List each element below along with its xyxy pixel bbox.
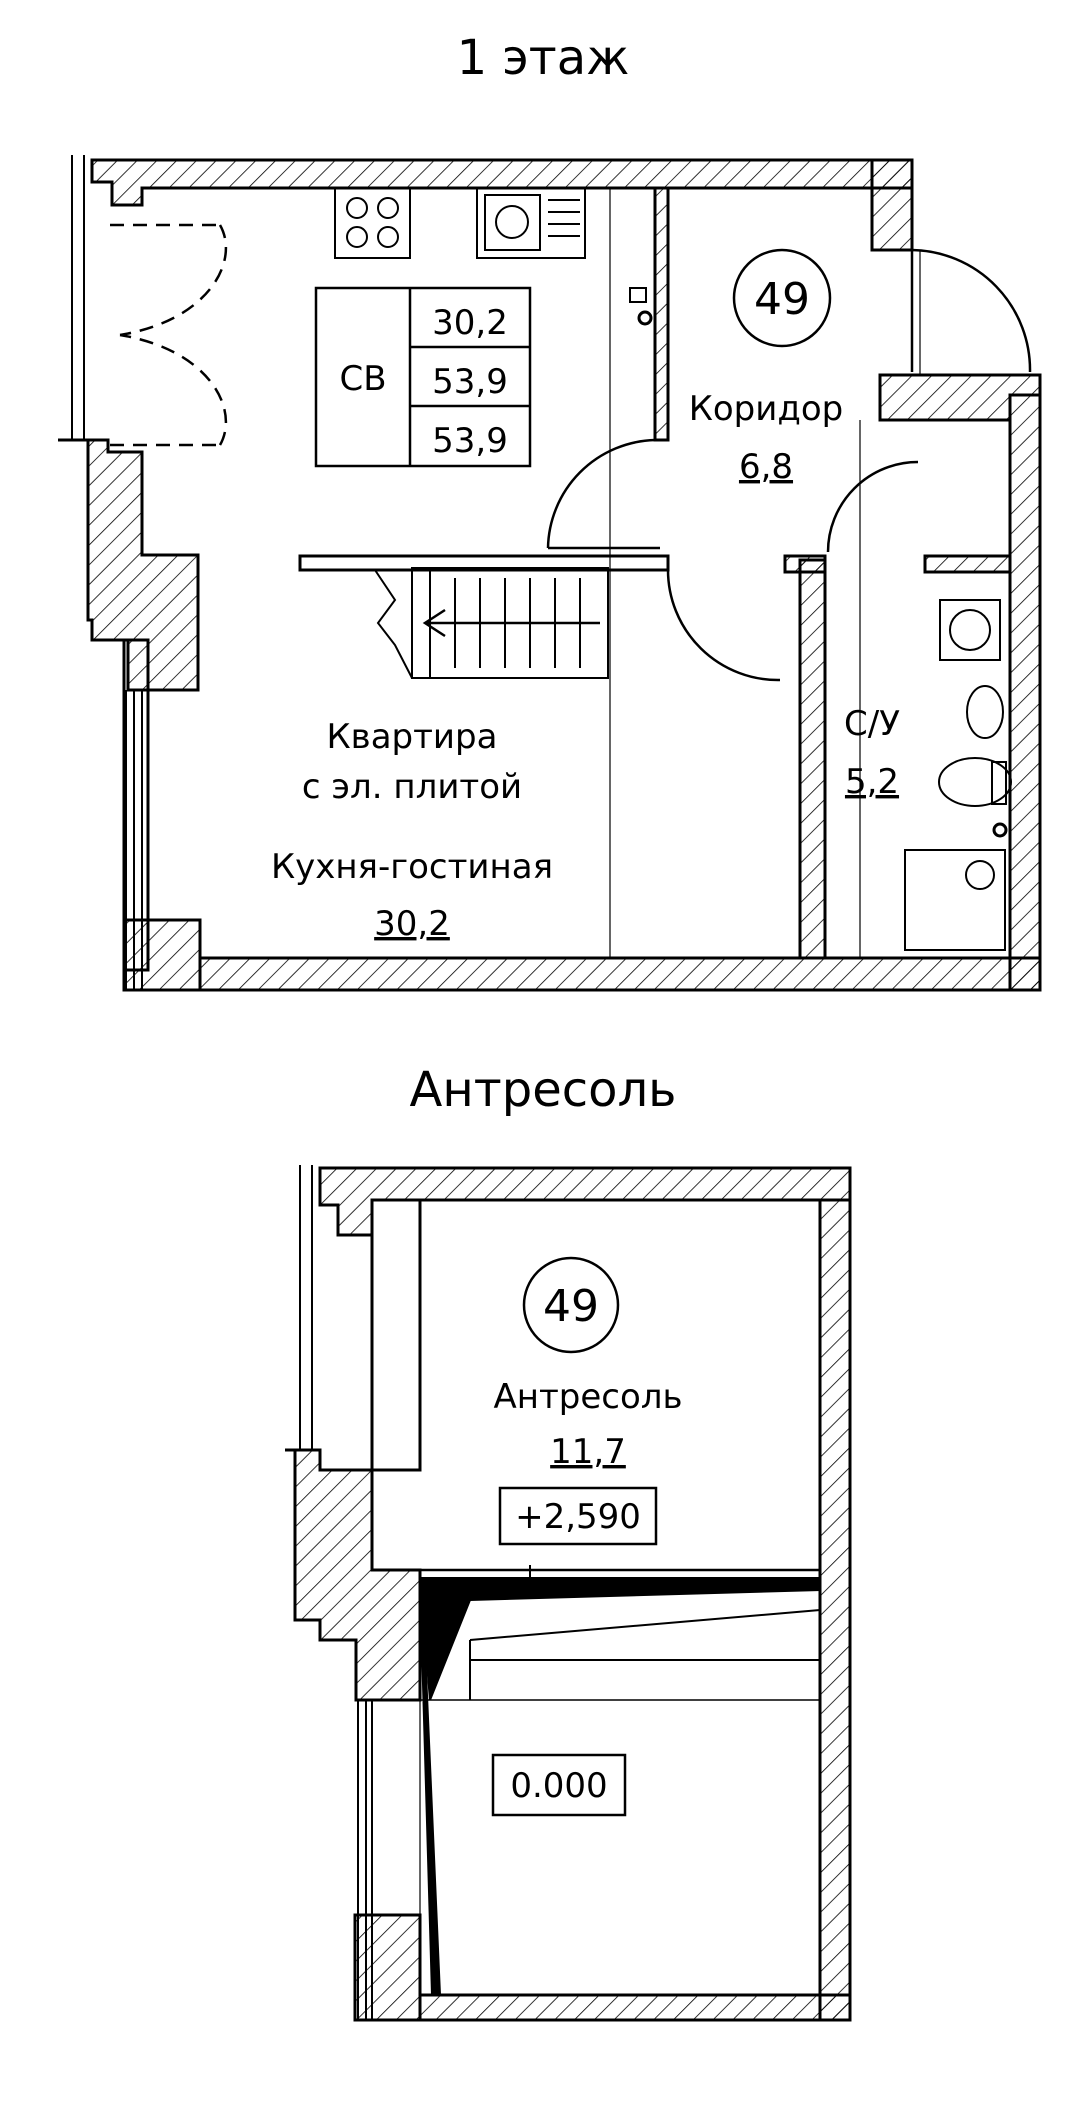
mezzanine-plan: 49 Антресоль 11,7 +2,590 0.000	[285, 1165, 852, 2022]
kitchen-area: 30,2	[374, 904, 450, 944]
floor1-window	[71, 155, 921, 990]
floor1-walls	[58, 158, 1042, 992]
level-lower: 0.000	[510, 1766, 607, 1806]
level-lower-box	[491, 1753, 627, 1817]
floor1-plan: СВ 30,2 53,9 53,9 49 Коридор 6,8 С/У 5,2…	[58, 155, 1042, 992]
apartment-type-line2: с эл. плитой	[302, 767, 522, 807]
mezzanine-walls	[285, 1166, 852, 2022]
floor1-doors	[546, 248, 1032, 682]
floor1-unit-number: 49	[754, 274, 810, 325]
corridor-area: 6,8	[739, 447, 793, 487]
kitchen-name: Кухня-гостиная	[271, 847, 553, 887]
stove-icon	[334, 187, 411, 259]
floor1-entry-door	[110, 223, 228, 447]
apartment-type-line1: Квартира	[327, 717, 498, 757]
mezzanine-stairs	[418, 1565, 821, 1996]
mezzanine-room-name: Антресоль	[493, 1377, 682, 1417]
mezzanine-window	[299, 1165, 421, 2020]
level-upper-box	[498, 1486, 658, 1546]
washing-machine-icon	[939, 599, 1001, 661]
bathroom-name: С/У	[844, 704, 900, 744]
mezzanine-title: Антресоль	[409, 1062, 677, 1118]
mezzanine-room-area: 11,7	[550, 1432, 626, 1472]
floor1-kitchen-fixtures	[334, 187, 653, 326]
mezzanine-unit-badge	[522, 1256, 620, 1354]
level-upper: +2,590	[515, 1497, 641, 1537]
summary-code: СВ	[339, 359, 386, 399]
sink-icon	[476, 187, 586, 259]
mezzanine-unit-number: 49	[543, 1281, 599, 1332]
toilet-icon	[938, 757, 1012, 807]
washbasin-icon	[966, 685, 1004, 739]
corridor-name: Коридор	[689, 389, 844, 429]
floor1-summary-table	[314, 286, 532, 468]
floor1-unit-badge	[732, 248, 832, 348]
shower-icon	[904, 849, 1006, 951]
summary-value-2: 53,9	[432, 362, 508, 402]
floor1-stairs	[374, 567, 609, 679]
floor1-bathroom-fixtures	[904, 599, 1012, 951]
summary-value-1: 30,2	[432, 303, 508, 343]
summary-value-3: 53,9	[432, 421, 508, 461]
bathroom-area: 5,2	[845, 762, 899, 802]
floor1-title: 1 этаж	[456, 30, 630, 86]
